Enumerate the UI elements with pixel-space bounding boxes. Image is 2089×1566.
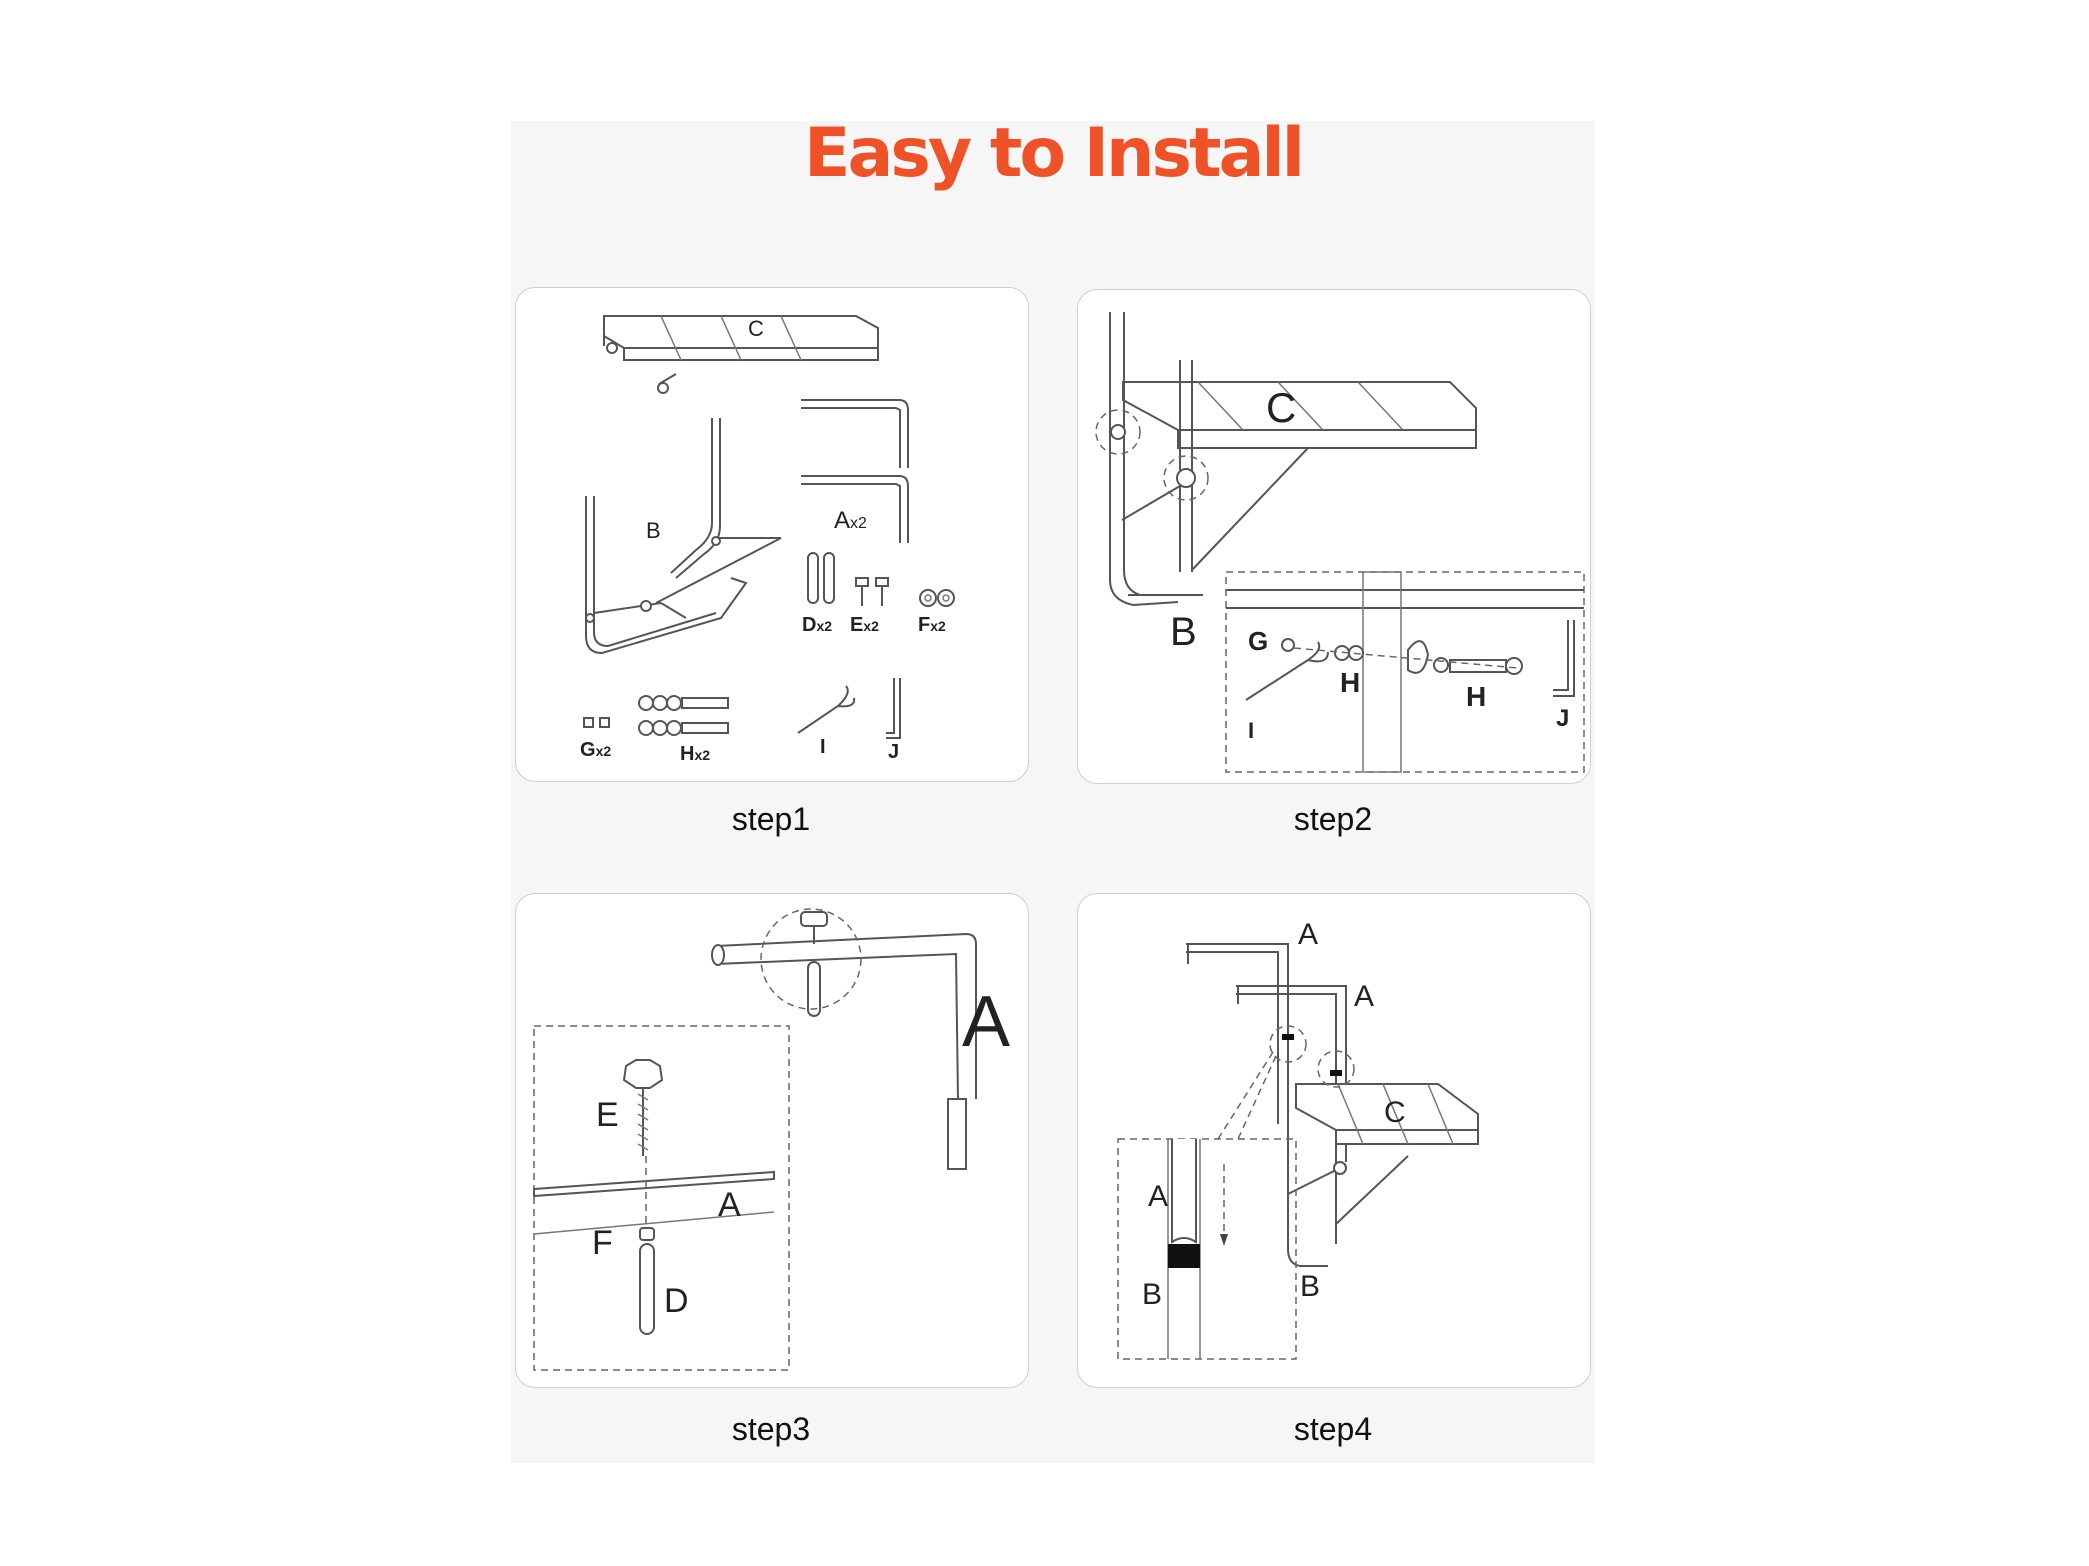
- label-h: Hx2: [680, 743, 710, 765]
- label-i: I: [820, 736, 826, 758]
- label-d: D: [664, 1282, 689, 1320]
- step2-caption: step2: [1293, 801, 1373, 837]
- label-c: C: [1384, 1096, 1406, 1129]
- arm-part-a: [801, 399, 909, 543]
- label-j: J: [888, 741, 899, 763]
- instruction-sheet: Easy to Install: [511, 114, 1595, 1463]
- parts-g-h: [583, 695, 729, 736]
- label-e: Ex2: [850, 614, 879, 636]
- label-h-washer: H: [1340, 667, 1360, 698]
- label-h-bolt: H: [1466, 681, 1486, 712]
- hardware-detail-inset: [1225, 571, 1585, 773]
- label-a-lower: A: [1354, 980, 1374, 1013]
- label-g: G: [1248, 626, 1268, 656]
- label-c: C: [1266, 384, 1296, 431]
- step3-caption: step3: [731, 1411, 811, 1447]
- label-a-inset: A: [1148, 1180, 1168, 1213]
- tabletop-part-c: [603, 315, 879, 394]
- knob-detail-inset: [533, 1025, 790, 1371]
- step1-caption: step1: [731, 801, 811, 837]
- label-c: C: [748, 316, 764, 341]
- label-b: B: [646, 518, 661, 543]
- label-a-upper: A: [1298, 918, 1318, 951]
- page-title: Easy to Install: [804, 114, 1305, 193]
- label-b-inset: B: [1142, 1278, 1162, 1311]
- step3-panel: A E A F D: [515, 893, 1029, 1388]
- label-f: Fx2: [918, 614, 946, 636]
- step2-panel: C B G H H I J: [1077, 289, 1591, 784]
- step4-panel: A A C B A B: [1077, 893, 1591, 1388]
- label-b: B: [1300, 1270, 1320, 1303]
- step2-diagram: C B G H H I J: [1095, 312, 1585, 773]
- step1-diagram: C B Ax2 Dx2 Ex2 Fx2 Gx2 Hx2 I J: [580, 315, 955, 765]
- label-b: B: [1170, 610, 1197, 654]
- label-f: F: [592, 1224, 613, 1262]
- label-i: I: [1248, 718, 1254, 743]
- label-a: A: [718, 1186, 741, 1224]
- step4-caption: step4: [1293, 1411, 1373, 1447]
- label-a: Ax2: [834, 507, 867, 534]
- hanging-table-assembly: [1186, 943, 1479, 1267]
- assembled-table: [1095, 312, 1477, 607]
- step4-diagram: A A C B A B: [1117, 918, 1479, 1360]
- label-e: E: [596, 1096, 619, 1134]
- label-g: Gx2: [580, 739, 611, 761]
- step1-panel: C B Ax2 Dx2 Ex2 Fx2 Gx2 Hx2 I J: [515, 287, 1029, 782]
- bracket-part-b: [585, 418, 782, 655]
- arm-a-assembly: [711, 908, 977, 1170]
- step3-diagram: A E A F D: [533, 908, 1010, 1371]
- tools-i-j: [797, 678, 901, 739]
- label-d: Dx2: [802, 614, 832, 636]
- label-j: J: [1556, 705, 1569, 732]
- label-a-large: A: [962, 982, 1010, 1062]
- parts-d-e-f: [807, 552, 955, 607]
- fit-detail-inset: [1117, 1138, 1297, 1360]
